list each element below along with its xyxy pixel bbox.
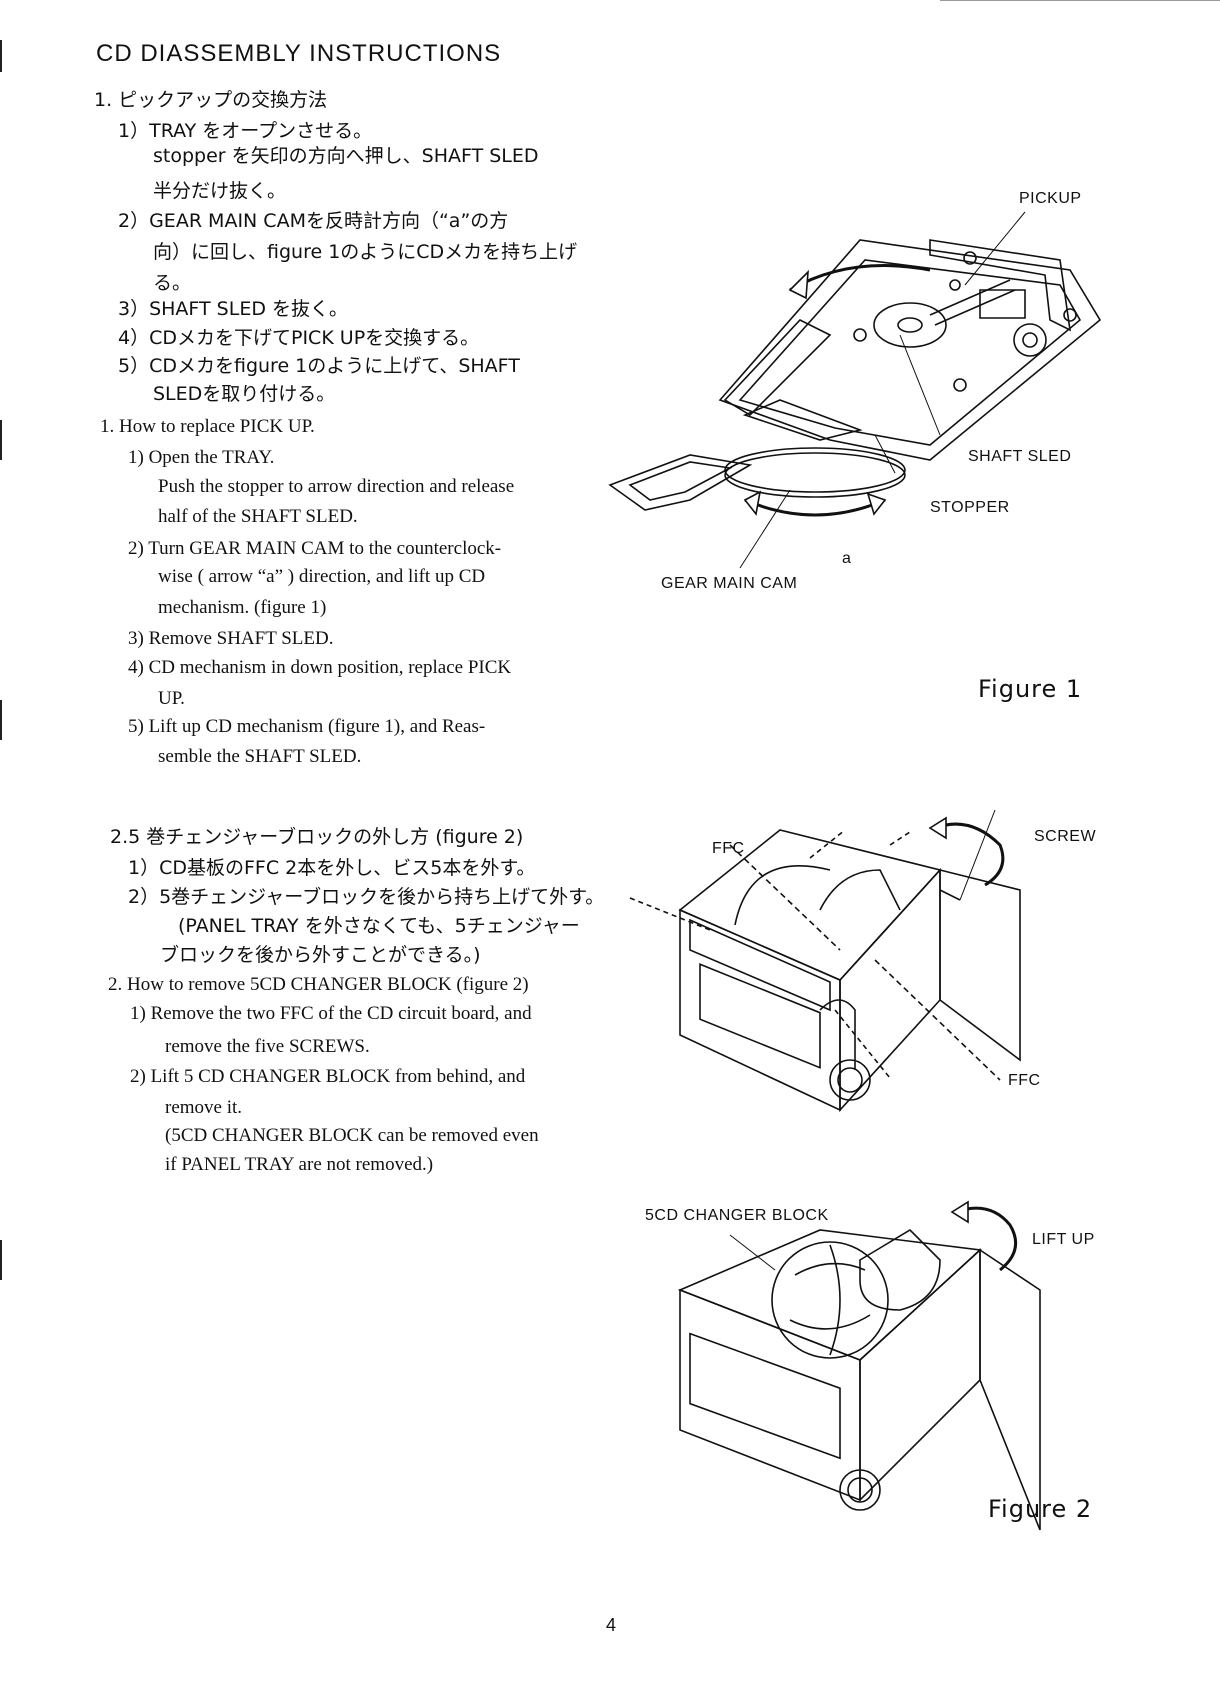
jp-line: (PANEL TRAY を外さなくても、5チェンジャー xyxy=(178,915,580,937)
en-line: 2) Lift 5 CD CHANGER BLOCK from behind, … xyxy=(130,1066,526,1087)
edge-mark xyxy=(0,40,2,72)
label-arrow-a: a xyxy=(842,550,852,567)
jp-line: 5）CDメカをfigure 1のように上げて、SHAFT xyxy=(118,355,520,377)
section1-en-heading: 1. How to replace PICK UP. xyxy=(100,416,315,437)
section2-jp-heading: 2.5 巻チェンジャーブロックの外し方 (figure 2) xyxy=(110,826,524,848)
en-line: 3) Remove SHAFT SLED. xyxy=(128,628,334,649)
en-line: 4) CD mechanism in down position, replac… xyxy=(128,657,512,678)
figure2-illustration xyxy=(640,810,1060,1140)
label-pickup: PICKUP xyxy=(1019,190,1082,207)
en-line: mechanism. (figure 1) xyxy=(158,597,327,618)
label-ffc-bottom: FFC xyxy=(1008,1072,1041,1089)
section2-en-heading: 2. How to remove 5CD CHANGER BLOCK (figu… xyxy=(108,974,529,995)
jp-line: 2）5巻チェンジャーブロックを後から持ち上げて外す。 xyxy=(128,886,605,908)
jp-line: 1）CD基板のFFC 2本を外し、ビス5本を外す。 xyxy=(128,857,536,879)
label-stopper: STOPPER xyxy=(930,499,1010,516)
label-gear-main-cam: GEAR MAIN CAM xyxy=(661,575,798,592)
figure1-illustration xyxy=(630,200,1110,600)
en-line: 1) Remove the two FFC of the CD circuit … xyxy=(130,1003,532,1024)
label-lift-up: LIFT UP xyxy=(1032,1231,1095,1248)
jp-line: 半分だけ抜く。 xyxy=(153,180,287,202)
page-number: 4 xyxy=(606,1615,617,1635)
en-line: remove it. xyxy=(165,1097,243,1118)
figure2-caption: Figure 2 xyxy=(988,1495,1093,1523)
jp-line: 4）CDメカを下げてPICK UPを交換する。 xyxy=(118,327,480,349)
jp-line: SLEDを取り付ける。 xyxy=(153,383,336,405)
top-edge-line xyxy=(940,0,1220,1)
figure1-caption: Figure 1 xyxy=(978,675,1083,703)
en-line: wise ( arrow “a” ) direction, and lift u… xyxy=(158,566,486,587)
en-line: remove the five SCREWS. xyxy=(165,1036,370,1057)
jp-line: ブロックを後から外すことができる。) xyxy=(160,944,481,966)
figure2-changer-illustration xyxy=(680,1200,1080,1530)
jp-line: 3）SHAFT SLED を抜く。 xyxy=(118,298,348,320)
jp-line: 2）GEAR MAIN CAMを反時計方向（“a”の方 xyxy=(118,210,509,232)
edge-mark xyxy=(0,1240,2,1280)
edge-mark xyxy=(0,420,2,460)
label-screw: SCREW xyxy=(1034,828,1097,845)
jp-line: stopper を矢印の方向へ押し、SHAFT SLED xyxy=(153,145,539,167)
page-title: CD DIASSEMBLY INSTRUCTIONS xyxy=(96,40,502,67)
label-shaft-sled: SHAFT SLED xyxy=(968,448,1072,465)
en-line: 5) Lift up CD mechanism (figure 1), and … xyxy=(128,716,486,737)
en-line: 1) Open the TRAY. xyxy=(128,447,275,468)
jp-line: 1）TRAY をオープンさせる。 xyxy=(118,120,373,142)
jp-line: 向）に回し、figure 1のようにCDメカを持ち上げ xyxy=(153,241,578,263)
edge-mark xyxy=(0,700,2,740)
en-line: if PANEL TRAY are not removed.) xyxy=(165,1154,434,1175)
en-line: UP. xyxy=(158,688,185,709)
section1-jp-heading: 1. ピックアップの交換方法 xyxy=(94,89,328,111)
jp-line: る。 xyxy=(153,272,192,294)
label-ffc-top: FFC xyxy=(712,840,745,857)
en-line: (5CD CHANGER BLOCK can be removed even xyxy=(165,1125,539,1146)
en-line: 2) Turn GEAR MAIN CAM to the countercloc… xyxy=(128,538,502,559)
en-line: half of the SHAFT SLED. xyxy=(158,506,358,527)
en-line: semble the SHAFT SLED. xyxy=(158,746,362,767)
label-changer-block: 5CD CHANGER BLOCK xyxy=(645,1207,829,1224)
en-line: Push the stopper to arrow direction and … xyxy=(158,476,515,497)
